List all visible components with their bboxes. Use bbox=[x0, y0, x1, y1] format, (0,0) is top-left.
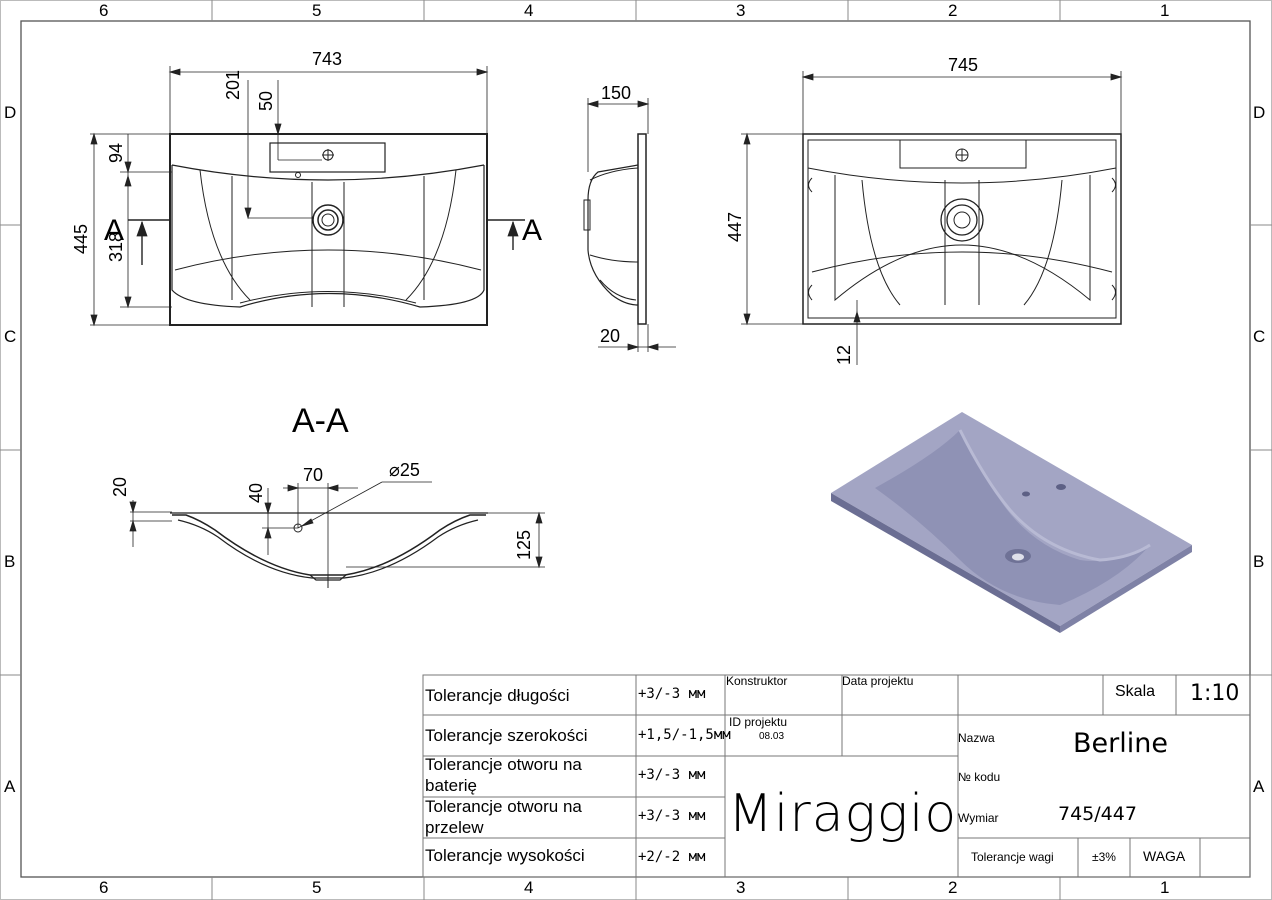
column-label-top-3: 3 bbox=[736, 1, 746, 20]
top-view-dims bbox=[90, 66, 525, 327]
tolerance-overflow-value: +3/-3 мм bbox=[638, 808, 706, 824]
tolerance-width-label: Tolerancje szerokości bbox=[425, 726, 588, 745]
section-view-dims bbox=[129, 481, 545, 575]
section-mark-right: A bbox=[522, 214, 543, 247]
tolerance-tap-hole-label: Tolerancje otworu na baterię bbox=[425, 755, 582, 795]
section-view bbox=[170, 512, 488, 588]
column-label-bottom-3: 3 bbox=[736, 878, 746, 897]
top-view bbox=[169, 133, 488, 326]
tolerance-height-label: Tolerancje wysokości bbox=[425, 846, 585, 865]
dim-sec-40: 40 bbox=[246, 482, 266, 503]
dim-sec-diameter: ⌀25 bbox=[389, 460, 420, 480]
row-label-right-c: C bbox=[1253, 327, 1266, 346]
tolerance-length-value: +3/-3 мм bbox=[638, 686, 706, 702]
wymiar-value: 745/447 bbox=[1058, 803, 1137, 825]
dim-side-20: 20 bbox=[600, 326, 621, 346]
dim-top-94: 94 bbox=[106, 142, 126, 163]
nazwa-value: Berline bbox=[1073, 728, 1168, 759]
dim-sec-125: 125 bbox=[514, 529, 534, 560]
tolerance-overflow-label: Tolerancje otworu na przelew bbox=[425, 797, 582, 837]
konstruktor-label: Konstruktor bbox=[726, 674, 788, 688]
row-label-left-b: B bbox=[4, 552, 16, 571]
section-mark-left: A bbox=[104, 214, 125, 247]
data-projektu-label: Data projektu bbox=[842, 674, 914, 688]
company-logo-text: Miraggio bbox=[728, 784, 958, 844]
section-title: A-A bbox=[292, 402, 349, 440]
dim-top-width: 743 bbox=[312, 49, 343, 69]
nazwa-label: Nazwa bbox=[958, 731, 995, 745]
id-projektu-value: 08.03 bbox=[759, 731, 785, 742]
column-label-bottom-2: 2 bbox=[948, 878, 958, 897]
row-label-left-c: C bbox=[4, 327, 17, 346]
dim-sec-70: 70 bbox=[303, 465, 324, 485]
skala-label: Skala bbox=[1115, 683, 1156, 700]
row-label-right-b: B bbox=[1253, 552, 1265, 571]
column-label-top-4: 4 bbox=[524, 1, 534, 20]
column-label-top-6: 6 bbox=[99, 1, 109, 20]
title-block-grid bbox=[422, 674, 1251, 878]
column-label-bottom-1: 1 bbox=[1160, 878, 1170, 897]
side-view-dims bbox=[586, 98, 676, 352]
render-3d bbox=[831, 412, 1192, 633]
dim-back-447: 447 bbox=[725, 211, 745, 242]
column-label-top-1: 1 bbox=[1160, 1, 1170, 20]
back-view bbox=[802, 133, 1122, 325]
tolerance-height-value: +2/-2 мм bbox=[638, 849, 706, 865]
dim-top-50: 50 bbox=[256, 90, 276, 111]
dim-back-width: 745 bbox=[948, 55, 979, 75]
back-view-dims bbox=[741, 71, 1123, 365]
column-label-bottom-4: 4 bbox=[524, 878, 534, 897]
row-label-left-d: D bbox=[4, 103, 17, 122]
wymiar-label: Wymiar bbox=[958, 811, 999, 825]
dim-back-12: 12 bbox=[834, 344, 854, 365]
column-label-bottom-6: 6 bbox=[99, 878, 109, 897]
tolerance-length-label: Tolerancje długości bbox=[425, 686, 570, 705]
skala-value: 1:10 bbox=[1190, 681, 1240, 706]
tolerancje-wagi-label: Tolerancje wagi bbox=[971, 850, 1054, 864]
row-label-right-a: A bbox=[1253, 777, 1265, 796]
column-label-top-2: 2 bbox=[948, 1, 958, 20]
dim-top-201: 201 bbox=[223, 69, 243, 100]
nr-kodu-label: № kodu bbox=[958, 770, 1001, 784]
dim-sec-20: 20 bbox=[110, 476, 130, 497]
dim-side-150: 150 bbox=[601, 83, 632, 103]
id-projektu-label: ID projektu bbox=[729, 715, 788, 729]
row-label-right-d: D bbox=[1253, 103, 1266, 122]
waga-label: WAGA bbox=[1143, 848, 1186, 864]
tolerance-tap-hole-value: +3/-3 мм bbox=[638, 767, 706, 783]
dim-top-445: 445 bbox=[71, 223, 91, 254]
column-label-bottom-5: 5 bbox=[312, 878, 322, 897]
tolerancje-wagi-value: ±3% bbox=[1092, 850, 1116, 864]
row-label-left-a: A bbox=[4, 777, 16, 796]
column-label-top-5: 5 bbox=[312, 1, 322, 20]
side-view bbox=[583, 133, 647, 325]
tolerance-width-value: +1,5/-1,5мм bbox=[638, 727, 731, 743]
